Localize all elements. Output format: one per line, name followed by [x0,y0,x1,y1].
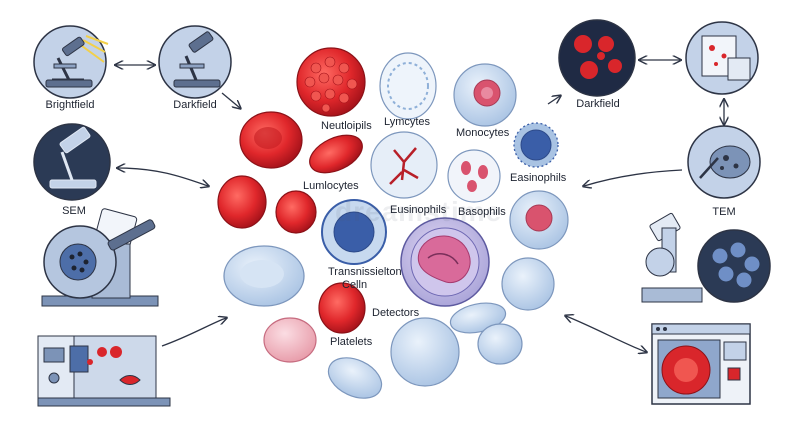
red-blood-cell-large [239,111,303,169]
label-basophils: Basophils [458,206,506,218]
lab-scanner-machine-icon [37,335,171,407]
blue-oval-cell-b [477,323,523,365]
label-detectors: Detectors [372,307,420,319]
label-sem: SEM [62,205,86,217]
blue-red-blood-cell-large [223,245,305,307]
pink-platelet-cell [263,317,317,363]
blue-oval-cell-bottom [327,357,383,399]
red-blood-cell-oval [309,134,363,174]
eosinophil-cell-spiky [513,122,559,168]
label-eosinophils-center: Eusinophils [390,204,447,216]
lymphocyte-cell-top [379,52,437,120]
brightfield-microscope-icon [33,25,109,99]
basophil-cell [447,149,501,203]
label-transmission-line2: Celln [342,279,368,291]
darkfield-microscope-icon-left [158,25,232,99]
label-monocytes: Monocytes [456,127,510,139]
label-transmission: Transnissielton Celln [328,266,402,292]
neutrophil-cell [296,47,366,117]
blue-cell-right-lower [501,257,555,311]
label-neutrophils: Neutloipils [321,120,372,132]
blue-cell-bottom-center [390,317,460,387]
label-darkfield-left: Darkfield [173,99,217,111]
label-transmission-line1: Transnissielton [328,266,402,278]
blue-cell-right-upper [509,190,569,250]
darkfield-view-icon-right [558,19,636,97]
label-tem: TEM [712,206,736,218]
monocyte-cell [453,63,517,127]
red-blood-cell-small [275,190,317,234]
red-blood-cell-left [217,175,267,229]
sem-microscope-icon [33,123,111,201]
label-eosinophils-right: Easinophils [510,172,567,184]
label-lymphocytes: Lymcytes [384,116,431,128]
label-darkfield-right: Darkfield [576,98,620,110]
eosinophil-cell-nucleus [321,199,387,265]
specimen-slide-icon [685,21,759,95]
transmission-cell-large [400,217,490,307]
tem-sample-icon [687,125,761,199]
lymphocyte-cell-branching [370,131,438,199]
label-platelets: Platelets [330,336,373,348]
electron-microscope-machine-icon [41,208,159,307]
label-lumlocytes: Lumlocytes [303,180,359,192]
detector-red-cell [318,282,366,334]
tem-microscope-icon [641,212,771,303]
monitor-screen-icon [651,323,751,405]
label-brightfield: Brightfield [45,99,95,111]
